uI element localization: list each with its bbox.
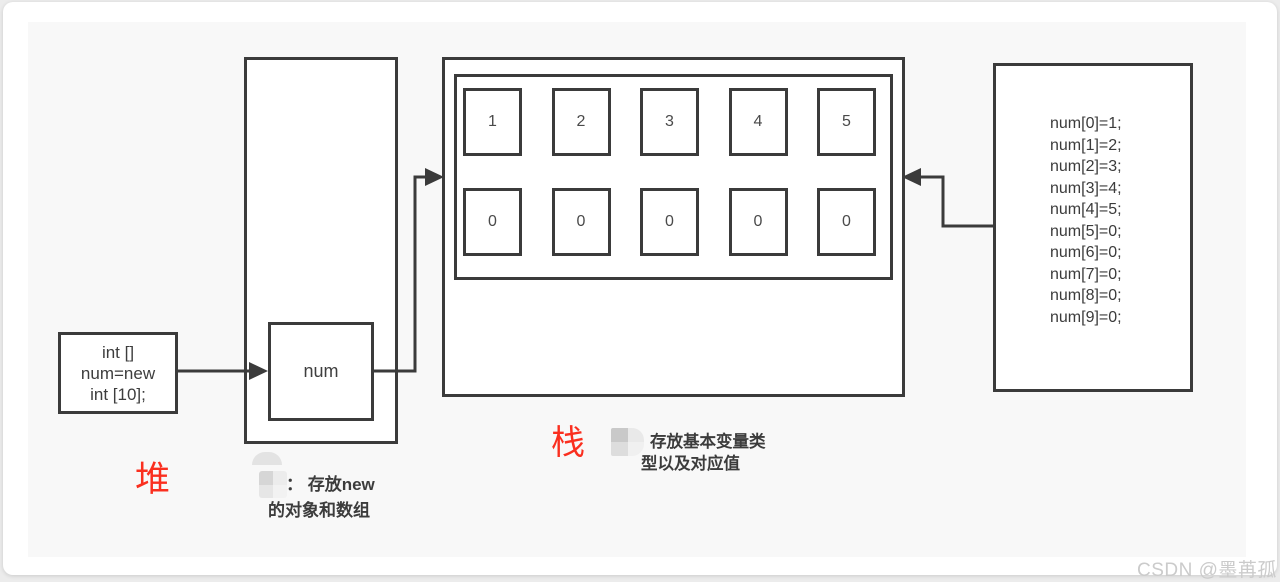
assignment-line: num[7]=0; [1050, 265, 1122, 283]
assignment-line: num[2]=3; [1050, 158, 1122, 175]
declaration-line: int [10]; [90, 384, 146, 404]
censored-arc [252, 452, 282, 465]
heap-note-line2: 的对象和数组 [268, 501, 370, 520]
declaration-line: int [] [101, 342, 135, 362]
stack-note-line1: 存放基本变量类 [650, 433, 766, 451]
num-pointer-label: num [303, 361, 339, 381]
assignment-line: num[3]=4; [1050, 179, 1122, 197]
array-cell: 2 [551, 88, 611, 156]
array-cell: 0 [817, 188, 876, 256]
assignment-line: num[6]=0; [1050, 244, 1122, 261]
stack-label: 栈 [551, 424, 585, 462]
declaration-line: num=new [80, 363, 156, 383]
assignment-line: num[4]=5; [1050, 201, 1122, 218]
watermark: CSDN @墨苒孤 [1137, 560, 1277, 581]
censored-mosaic-icon [611, 428, 644, 456]
array-cell: 3 [640, 88, 699, 156]
array-cell: 5 [817, 88, 876, 156]
heap-label: 堆 [135, 460, 171, 499]
stack-note-line2: 型以及对应值 [641, 455, 740, 473]
array-cell: 0 [640, 188, 699, 256]
assignments-box: num[0]=1; num[1]=2; num[2]=3; num[3]=4; num[… [993, 63, 1193, 392]
heap-note-line1: ： 存放new [286, 475, 375, 494]
assignment-line: num[1]=2; [1050, 136, 1122, 154]
assignment-line: num[5]=0; [1050, 222, 1122, 240]
assignment-line: num[9]=0; [1050, 308, 1122, 326]
censored-mosaic-icon [259, 471, 287, 498]
array-cell: 4 [728, 88, 788, 156]
array-cell: 1 [463, 88, 522, 156]
array-cell: 0 [551, 188, 611, 256]
array-cell: 0 [463, 188, 522, 256]
assignment-line: num[8]=0; [1050, 287, 1122, 304]
array-cell: 0 [728, 188, 788, 256]
assignment-line: num[0]=1; [1050, 115, 1122, 132]
num-pointer-box: num [268, 322, 374, 421]
